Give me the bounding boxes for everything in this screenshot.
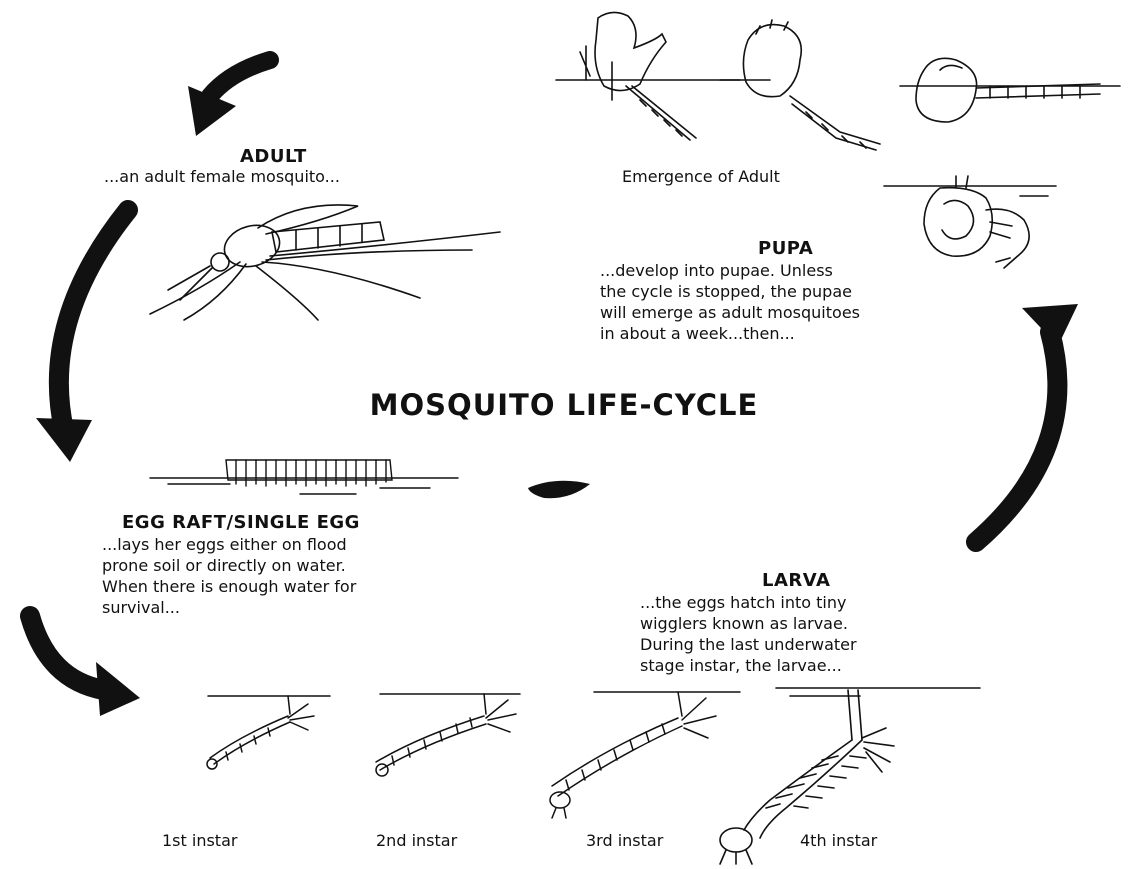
emergence-illustration	[556, 12, 1120, 150]
instar-label-4th: 4th instar	[800, 830, 877, 851]
larva-1st-instar-illustration	[207, 696, 330, 769]
egg-raft-illustration	[150, 460, 458, 494]
cycle-arrow-right	[976, 304, 1078, 542]
egg-stage-heading: EGG RAFT/SINGLE EGG	[122, 512, 360, 533]
diagram-title: MOSQUITO LIFE-CYCLE	[0, 388, 1128, 422]
single-egg-shape	[528, 481, 590, 498]
emergence-caption: Emergence of Adult	[622, 166, 780, 187]
instar-label-2nd: 2nd instar	[376, 830, 457, 851]
larva-stage-description: ...the eggs hatch into tiny wigglers kno…	[640, 592, 857, 676]
larva-2nd-instar-illustration	[376, 694, 520, 776]
larva-3rd-instar-illustration	[550, 692, 740, 818]
instar-label-3rd: 3rd instar	[586, 830, 663, 851]
cycle-arrow-top-left	[188, 60, 270, 136]
pupa-stage-description: ...develop into pupae. Unless the cycle …	[600, 260, 860, 344]
egg-stage-description: ...lays her eggs either on flood prone s…	[102, 534, 356, 618]
pupa-stage-heading: PUPA	[758, 238, 813, 259]
cycle-arrow-left-upper	[36, 210, 128, 462]
adult-stage-heading: ADULT	[240, 146, 307, 167]
adult-stage-description: ...an adult female mosquito...	[104, 166, 340, 187]
instar-label-1st: 1st instar	[162, 830, 237, 851]
adult-mosquito-illustration	[150, 205, 500, 320]
larva-stage-heading: LARVA	[762, 570, 830, 591]
pupa-illustration	[884, 176, 1056, 268]
cycle-arrow-left-lower	[30, 616, 140, 716]
